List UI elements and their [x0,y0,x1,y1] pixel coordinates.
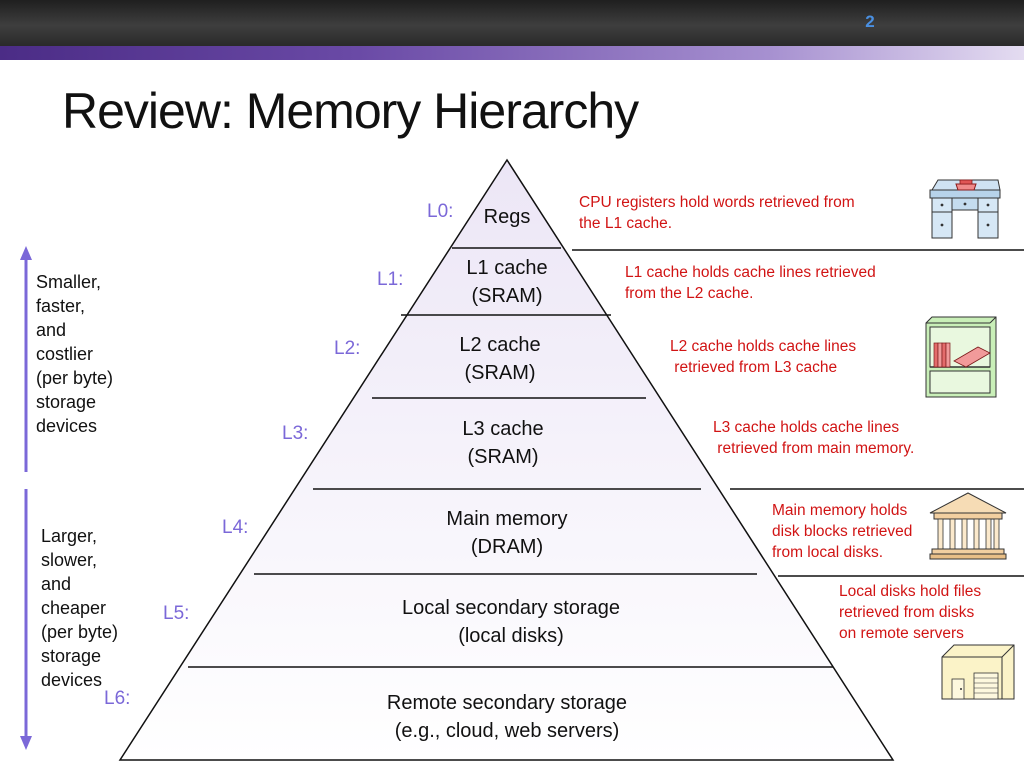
tier-regs: Regs [457,203,557,231]
page-number: 2 [865,12,875,31]
top-bar [0,0,1024,46]
tier-tech: (local disks) [458,625,564,647]
note-l2: L2 cache holds cache lines retrieved fro… [670,338,857,376]
tier-tech: (SRAM) [464,362,536,384]
up-arrow [20,246,32,472]
tier-name: Regs [483,206,531,228]
level-label-l2: L2: [334,338,361,359]
note-l5: Local disks hold files retrieved from di… [839,583,982,642]
slide-title: Review: Memory Hierarchy [62,83,639,139]
tier-tech: (DRAM) [470,536,544,558]
warehouse-icon [941,644,1015,700]
library-icon [929,492,1007,560]
tier-main-memory: Main memory (DRAM) [377,505,637,561]
tier-name: Remote secondary storage [386,692,628,714]
tier-l1-cache: L1 cache (SRAM) [407,254,607,310]
tier-local-storage: Local secondary storage (local disks) [361,594,661,650]
level-label-l0: L0: [427,201,454,222]
side-text-smaller-faster: Smaller, faster, and costlier (per byte)… [36,272,114,436]
level-label-l5: L5: [163,603,190,624]
note-l3: L3 cache holds cache lines retrieved fro… [713,419,915,457]
accent-strip [0,46,1024,60]
tier-l2-cache: L2 cache (SRAM) [400,331,600,387]
level-label-l1: L1: [377,269,404,290]
tier-tech: (SRAM) [471,285,543,307]
desk-icon [929,179,1001,239]
level-label-l3: L3: [282,423,309,444]
tier-l3-cache: L3 cache (SRAM) [403,415,603,471]
tier-name: Main memory [446,508,568,530]
note-l4: Main memory holds disk blocks retrieved … [772,502,913,561]
side-text-larger-slower: Larger, slower, and cheaper (per byte) s… [41,526,119,690]
note-l1: L1 cache holds cache lines retrieved fro… [625,264,876,302]
tier-tech: (SRAM) [467,446,539,468]
level-label-l4: L4: [222,517,249,538]
tier-name: Local secondary storage [402,597,620,619]
tier-name: L3 cache [462,418,544,440]
tier-name: L2 cache [459,334,541,356]
level-label-l6: L6: [104,688,131,709]
tier-tech: (e.g., cloud, web servers) [394,720,620,742]
down-arrow [20,489,32,750]
tier-remote-storage: Remote secondary storage (e.g., cloud, w… [347,689,667,745]
tier-name: L1 cache [466,257,548,279]
bookshelf-icon [925,316,997,398]
pyramid-shape [118,158,895,761]
note-l0: CPU registers hold words retrieved from … [579,194,855,232]
